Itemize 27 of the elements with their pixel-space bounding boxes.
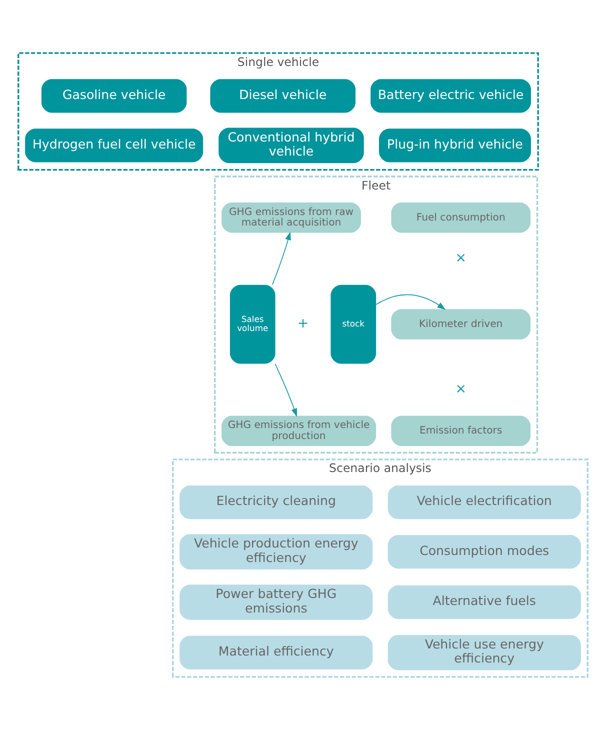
node-box: Conventional hybrid vehicle (218, 127, 364, 163)
node-box: stock (330, 284, 376, 364)
node-box: Battery electric vehicle (370, 78, 531, 112)
label: × (455, 381, 466, 396)
node-box: Gasoline vehicle (41, 78, 187, 112)
node-box: Fuel consumption (391, 202, 531, 232)
node-box: GHG emissions from raw material acquisition (222, 202, 361, 232)
arrow (272, 231, 291, 285)
arrow (376, 294, 446, 310)
node-box: Diesel vehicle (210, 78, 356, 112)
label: + (297, 316, 309, 331)
node-box: Kilometer driven (391, 308, 531, 339)
node-box: Sales volume (230, 284, 276, 364)
node-box: Vehicle use energy efficiency (388, 634, 581, 670)
node-box: Alternative fuels (388, 584, 581, 618)
node-box: Material efficiency (180, 635, 373, 669)
node-box: Emission factors (391, 415, 531, 446)
node-box: Hydrogen fuel cell vehicle (25, 128, 204, 162)
node-box: Power battery GHG emissions (180, 584, 373, 620)
node-box: Consumption modes (388, 534, 581, 568)
node-box: Vehicle electrification (388, 485, 581, 519)
node-box: Plug-in hybrid vehicle (378, 128, 531, 162)
label: × (455, 250, 466, 266)
node-box: Vehicle production energy efficiency (180, 534, 373, 569)
node-box: GHG emissions from vehicle production (222, 415, 376, 446)
arrow (274, 362, 297, 416)
node-box: Electricity cleaning (180, 485, 373, 519)
